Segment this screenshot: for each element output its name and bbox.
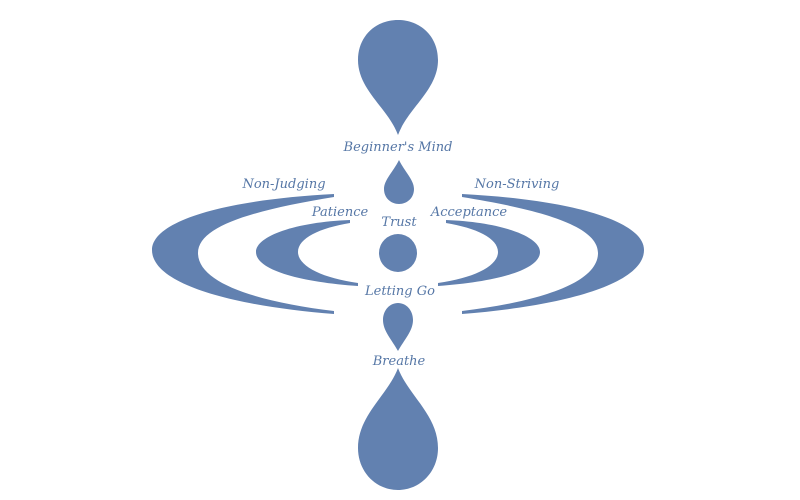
label-trust: Trust: [381, 215, 417, 230]
right-outer-crescent: [462, 194, 644, 314]
label-acceptance: Acceptance: [430, 205, 508, 220]
label-beginners-mind: Beginner's Mind: [343, 140, 453, 155]
label-breathe: Breathe: [372, 354, 426, 369]
lower-small-drop: [383, 303, 413, 351]
bottom-large-drop: [358, 368, 438, 490]
left-outer-crescent: [152, 194, 334, 314]
top-large-drop: [358, 20, 438, 135]
center-circle: [379, 234, 417, 272]
label-non-striving: Non-Striving: [474, 177, 560, 192]
label-letting-go: Letting Go: [364, 284, 435, 299]
right-inner-crescent: [438, 220, 540, 286]
label-patience: Patience: [311, 205, 369, 220]
left-inner-crescent: [256, 220, 358, 286]
label-non-judging: Non-Judging: [241, 177, 325, 192]
upper-small-drop: [384, 160, 414, 204]
